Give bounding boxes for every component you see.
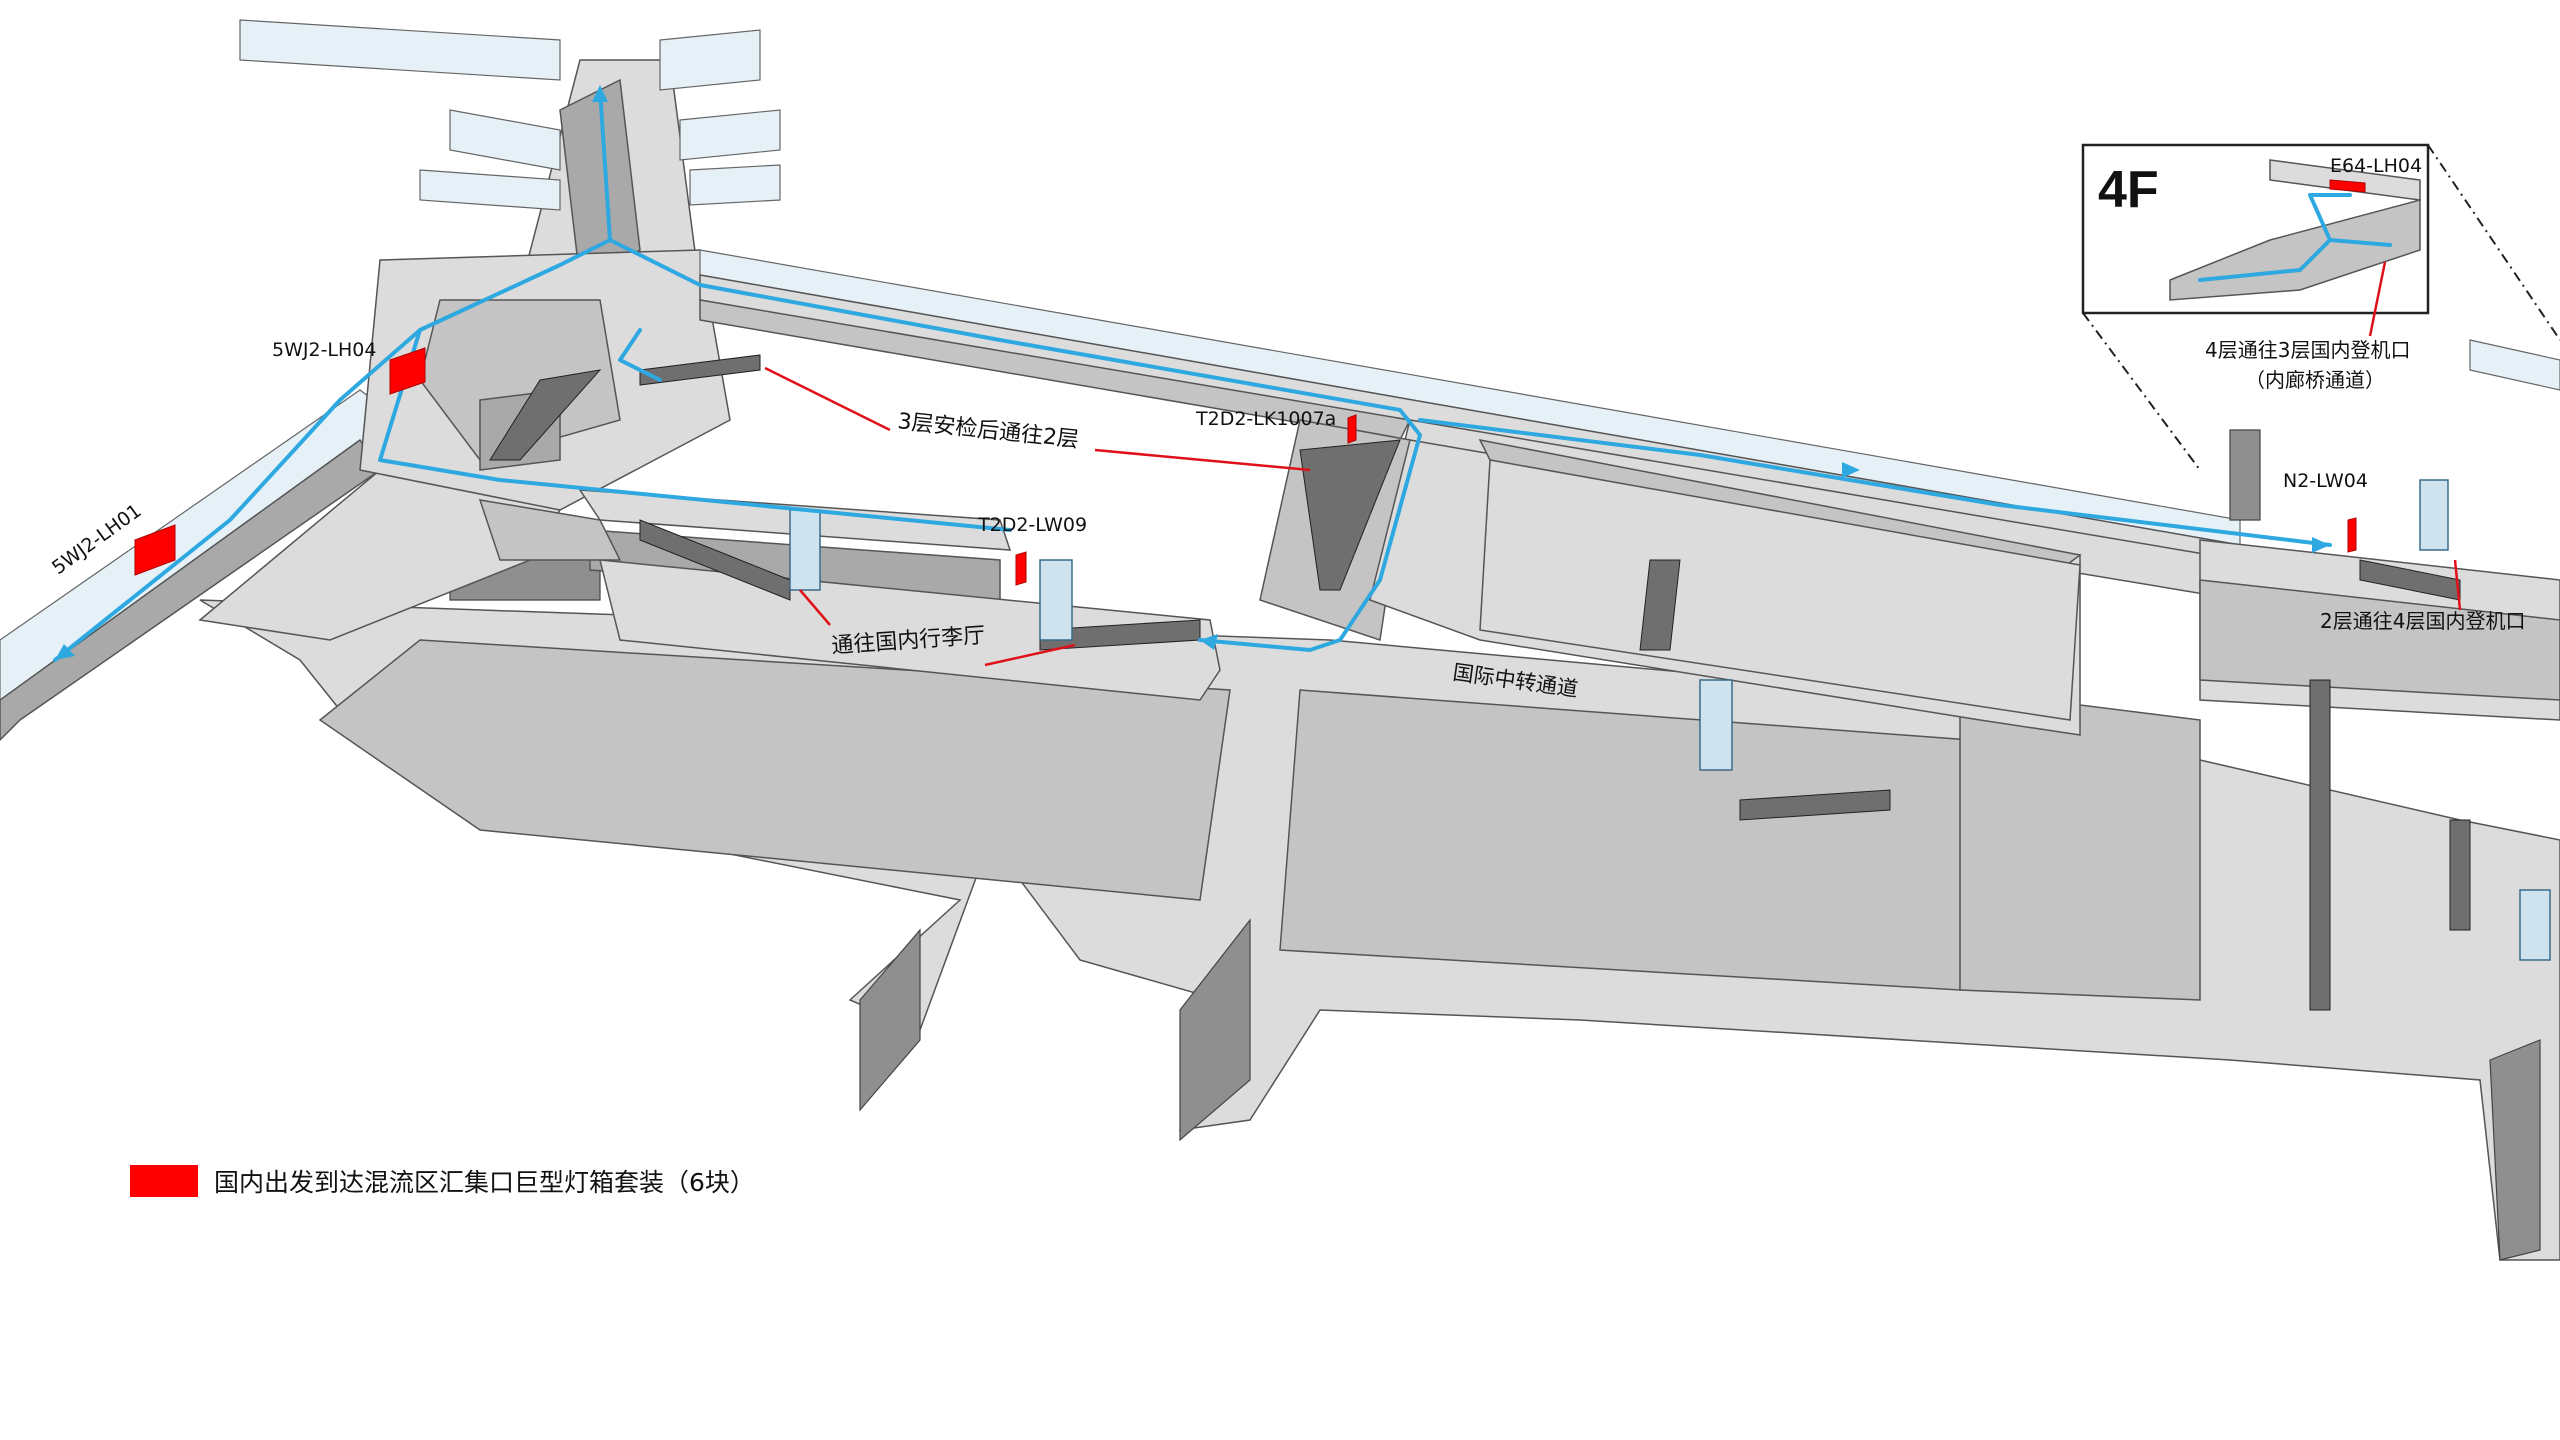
callout-4f-to-3f-line2: （内廊桥通道） [2245, 368, 2385, 392]
ad-box-t2d2-lk1007a [1347, 414, 1357, 444]
callout-2f-to-4f: 2层通往4层国内登机口 [2320, 609, 2525, 633]
inset-4f: 4F E64-LH04 [2081, 143, 2560, 471]
inset-floor-label: 4F [2098, 161, 2159, 219]
ad-box-markers [134, 347, 2357, 586]
legend-swatch [130, 1165, 198, 1197]
callout-security-to-2f: 3层安检后通往2层 [896, 409, 1080, 453]
ad-code-t2d2-lk1007a: T2D2-LK1007a [1195, 408, 1336, 430]
callout-4f-to-3f-line1: 4层通往3层国内登机口 [2205, 338, 2410, 362]
ad-code-e64-lh04: E64-LH04 [2330, 155, 2422, 177]
ad-code-5wj2-lh04: 5WJ2-LH04 [272, 339, 376, 361]
ad-box-t2d2-lw09 [1015, 551, 1027, 586]
ad-box-5wj2-lh04 [389, 347, 426, 395]
callout-leaders [764, 261, 2462, 667]
passenger-route [53, 85, 2332, 662]
legend-text: 国内出发到达混流区汇集口巨型灯箱套装（6块） [214, 1168, 755, 1197]
ad-code-n2-lw04: N2-LW04 [2283, 470, 2368, 492]
ad-code-t2d2-lw09: T2D2-LW09 [977, 514, 1087, 536]
ad-box-e64-lh04 [2329, 179, 2366, 193]
ad-box-n2-lw04 [2347, 517, 2357, 553]
map-legend: 国内出发到达混流区汇集口巨型灯箱套装（6块） [130, 1163, 755, 1199]
ad-box-5wj2-lh01 [134, 524, 176, 576]
